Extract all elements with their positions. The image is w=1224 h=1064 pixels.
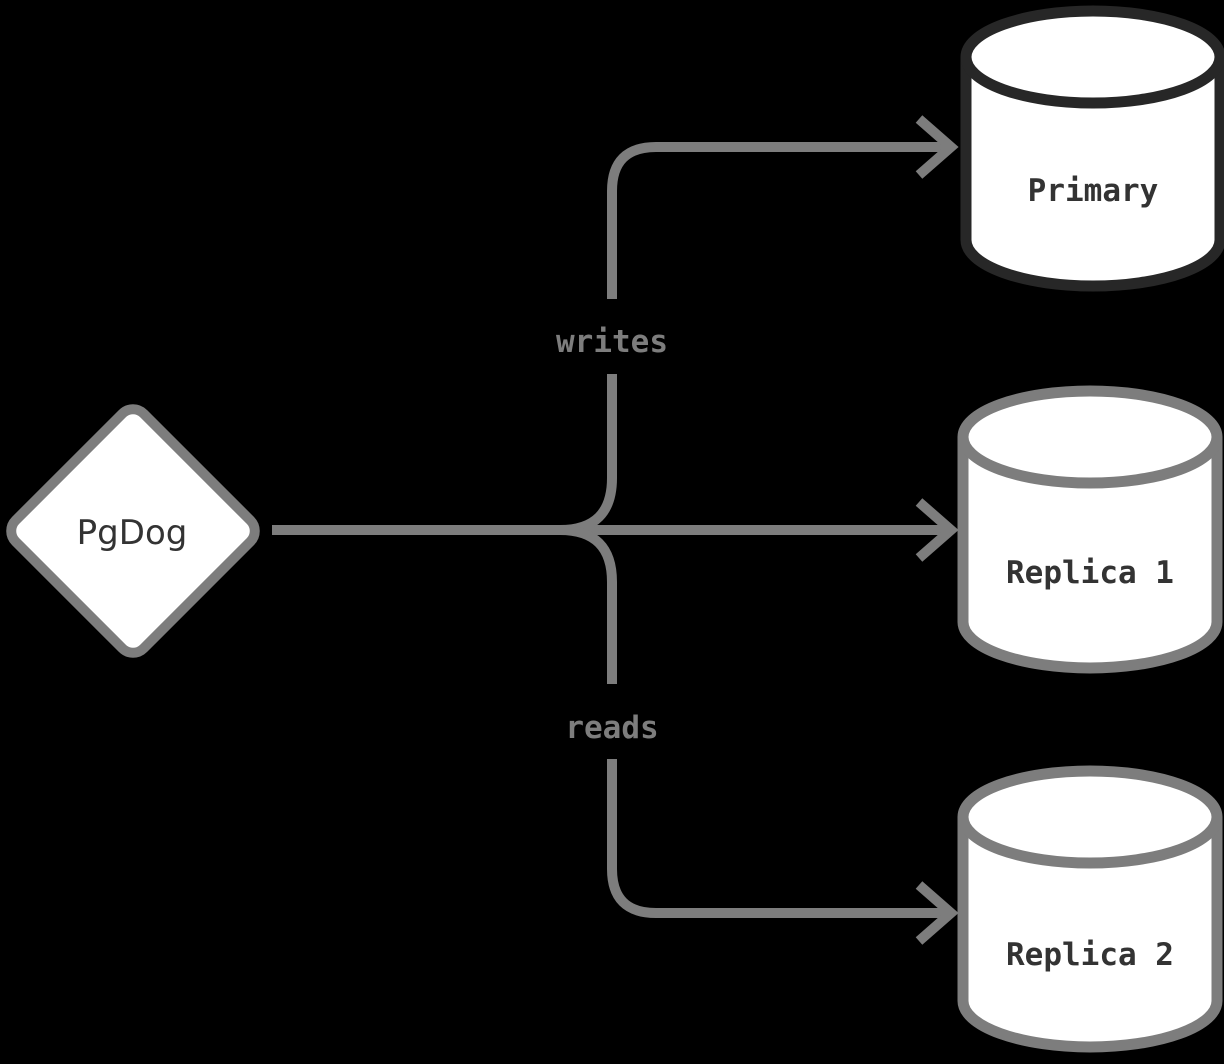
replica1-db-label: Replica 1 xyxy=(1006,555,1174,591)
replica2-db-cylinder-top xyxy=(957,765,1223,869)
replica1-db-cylinder-body xyxy=(957,437,1223,674)
arrowhead-replica2-icon xyxy=(915,881,959,945)
primary-db-node: Primary xyxy=(960,5,1224,292)
arrowhead-replica1-icon xyxy=(915,498,959,562)
edge-labels: writes reads xyxy=(556,324,668,746)
replica1-db-cylinder-top xyxy=(957,385,1223,489)
reads-edge-label: reads xyxy=(565,710,658,746)
edge-label-masks xyxy=(546,299,678,759)
connector-lines xyxy=(272,115,959,945)
primary-db-cylinder-top xyxy=(960,5,1224,109)
arrowhead-primary-icon xyxy=(915,115,959,179)
replica2-db-label: Replica 2 xyxy=(1006,937,1174,973)
primary-db-label: Primary xyxy=(1028,173,1159,209)
replica2-db-node: Replica 2 xyxy=(957,765,1223,1053)
pgdog-node-label: PgDog xyxy=(77,513,188,553)
primary-db-cylinder-body xyxy=(960,57,1224,292)
writes-edge-label: writes xyxy=(556,324,668,360)
pgdog-diamond-shape xyxy=(6,404,260,658)
writes-label-mask xyxy=(546,299,678,374)
replica1-db-node: Replica 1 xyxy=(957,385,1223,674)
pgdog-node: PgDog xyxy=(6,404,260,658)
reads-label-mask xyxy=(554,684,670,759)
replica2-db-cylinder-body xyxy=(957,817,1223,1053)
